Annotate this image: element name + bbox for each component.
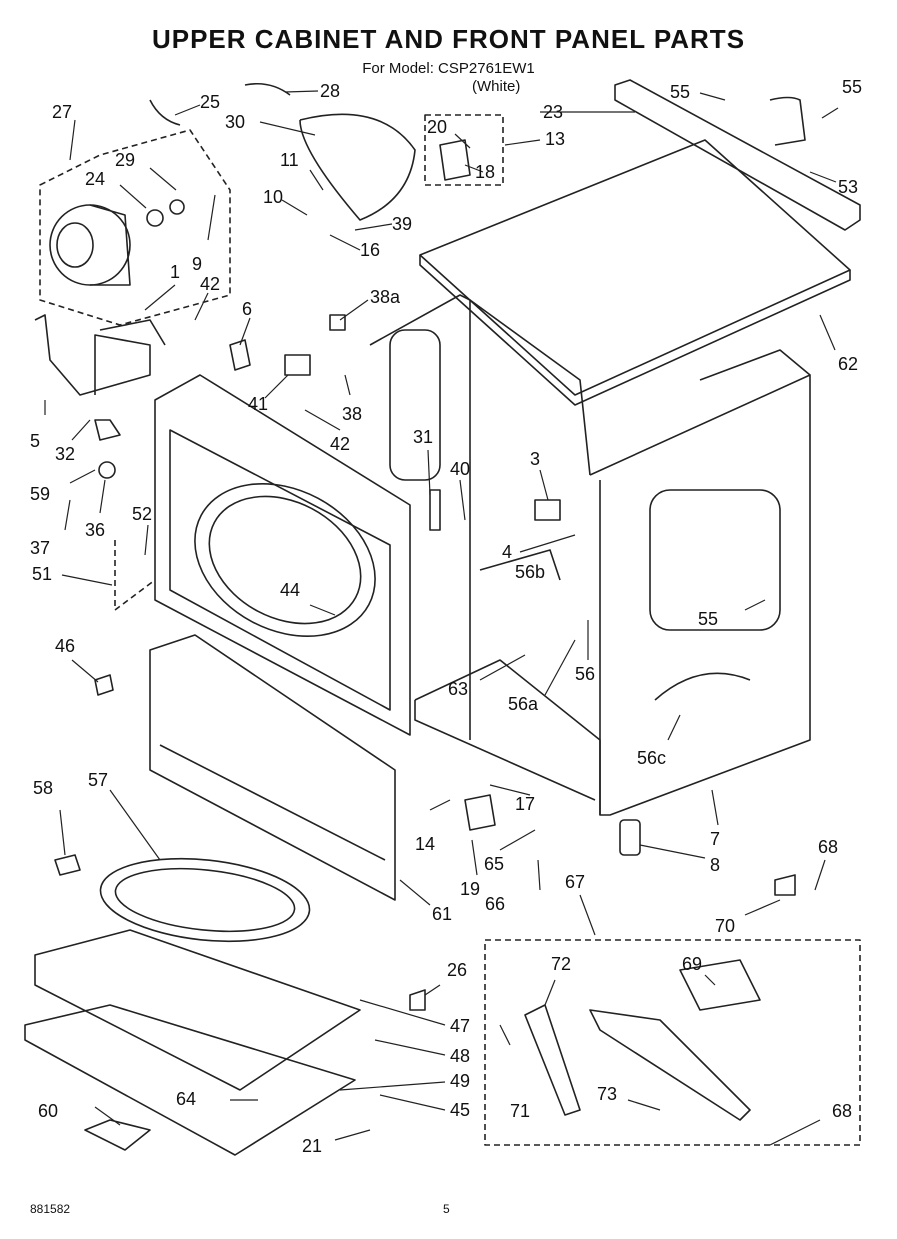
callout-label: 56c — [637, 748, 666, 768]
leader-lines — [44, 90, 839, 1146]
callout-label: 73 — [597, 1084, 617, 1104]
cabinet — [369, 294, 811, 816]
callout-label: 57 — [88, 770, 108, 790]
callout-label: 70 — [715, 916, 735, 936]
callout-label: 20 — [427, 117, 447, 137]
callout-label: 14 — [415, 834, 435, 854]
callout-label: 68 — [832, 1101, 852, 1121]
callout-label: 1 — [170, 262, 180, 282]
callout-label: 49 — [450, 1071, 470, 1091]
callout-label: 8 — [710, 855, 720, 875]
callout-label: 24 — [85, 169, 105, 189]
door-inner-panel — [24, 1004, 356, 1156]
callout-label: 29 — [115, 150, 135, 170]
callout-labels: 27 25 28 30 20 13 23 55 55 29 24 11 18 1… — [30, 77, 862, 1156]
callout-label: 19 — [460, 879, 480, 899]
callout-label: 41 — [248, 394, 268, 414]
callout-label: 21 — [302, 1136, 322, 1156]
callout-label: 69 — [682, 954, 702, 974]
callout-label: 53 — [838, 177, 858, 197]
callout-label: 23 — [543, 102, 563, 122]
callout-label: 42 — [330, 434, 350, 454]
top-panel — [419, 139, 851, 406]
callout-label: 37 — [30, 538, 50, 558]
top-rear-brace — [614, 79, 861, 231]
callout-label: 56 — [575, 664, 595, 684]
callout-label: 7 — [710, 829, 720, 849]
page-title: UPPER CABINET AND FRONT PANEL PARTS — [151, 24, 746, 54]
callout-label: 38 — [342, 404, 362, 424]
callout-label: 10 — [263, 187, 283, 207]
callout-label: 9 — [192, 254, 202, 274]
motor-assembly-box — [39, 129, 231, 326]
callout-label: 44 — [280, 580, 300, 600]
drive-motor — [49, 199, 185, 286]
document-code: 881582 — [30, 1202, 71, 1216]
callout-label: 55 — [698, 609, 718, 629]
callout-label: 64 — [176, 1089, 196, 1109]
callout-label: 38a — [370, 287, 401, 307]
callout-label: 65 — [484, 854, 504, 874]
callout-label: 36 — [85, 520, 105, 540]
callout-label: 18 — [475, 162, 495, 182]
callout-label: 51 — [32, 564, 52, 584]
callout-label: 47 — [450, 1016, 470, 1036]
callout-label: 68 — [818, 837, 838, 857]
callout-label: 56b — [515, 562, 545, 582]
callout-label: 59 — [30, 484, 50, 504]
door-switch-box — [424, 114, 504, 186]
heater-kit-box — [484, 939, 861, 1146]
callout-label: 46 — [55, 636, 75, 656]
igniter-bracket — [524, 1004, 581, 1116]
callout-label: 55 — [670, 82, 690, 102]
callout-label: 30 — [225, 112, 245, 132]
door-seal — [99, 857, 311, 943]
callout-label: 72 — [551, 954, 571, 974]
callout-label: 6 — [242, 299, 252, 319]
callout-label: 28 — [320, 81, 340, 101]
model-number: For Model: CSP2761EW1 — [362, 60, 535, 77]
front-panel — [154, 374, 411, 736]
callout-label: 25 — [200, 92, 220, 112]
callout-label: 40 — [450, 459, 470, 479]
callout-label: 63 — [448, 679, 468, 699]
callout-label: 3 — [530, 449, 540, 469]
callout-label: 13 — [545, 129, 565, 149]
toe-panel — [149, 634, 396, 901]
callout-label: 55 — [842, 77, 862, 97]
model-color: (White) — [472, 78, 521, 95]
page-number: 5 — [443, 1202, 450, 1216]
callout-label: 42 — [200, 274, 220, 294]
callout-label: 66 — [485, 894, 505, 914]
small-parts — [54, 82, 806, 1011]
callout-label: 58 — [33, 778, 53, 798]
callout-label: 45 — [450, 1100, 470, 1120]
callout-label: 4 — [502, 542, 512, 562]
callout-label: 11 — [280, 150, 299, 170]
callout-label: 56a — [508, 694, 539, 714]
callout-label: 52 — [132, 504, 152, 524]
callout-label: 62 — [838, 354, 858, 374]
gas-valve-assembly — [589, 959, 761, 1121]
callout-label: 16 — [360, 240, 380, 260]
door-handle — [84, 1119, 151, 1151]
callout-label: 31 — [413, 427, 433, 447]
callout-label: 5 — [30, 431, 40, 451]
leveling-leg — [619, 819, 641, 856]
callout-label: 17 — [515, 794, 535, 814]
callout-label: 39 — [392, 214, 412, 234]
callout-label: 26 — [447, 960, 467, 980]
door-outer-panel — [34, 929, 361, 1091]
front-panel-box — [114, 540, 156, 611]
callout-label: 71 — [510, 1101, 530, 1121]
callout-label: 67 — [565, 872, 585, 892]
motor-mount-bracket — [34, 314, 166, 396]
callout-label: 27 — [52, 102, 72, 122]
callout-label: 60 — [38, 1101, 58, 1121]
callout-label: 48 — [450, 1046, 470, 1066]
callout-label: 61 — [432, 904, 452, 924]
callout-label: 32 — [55, 444, 75, 464]
